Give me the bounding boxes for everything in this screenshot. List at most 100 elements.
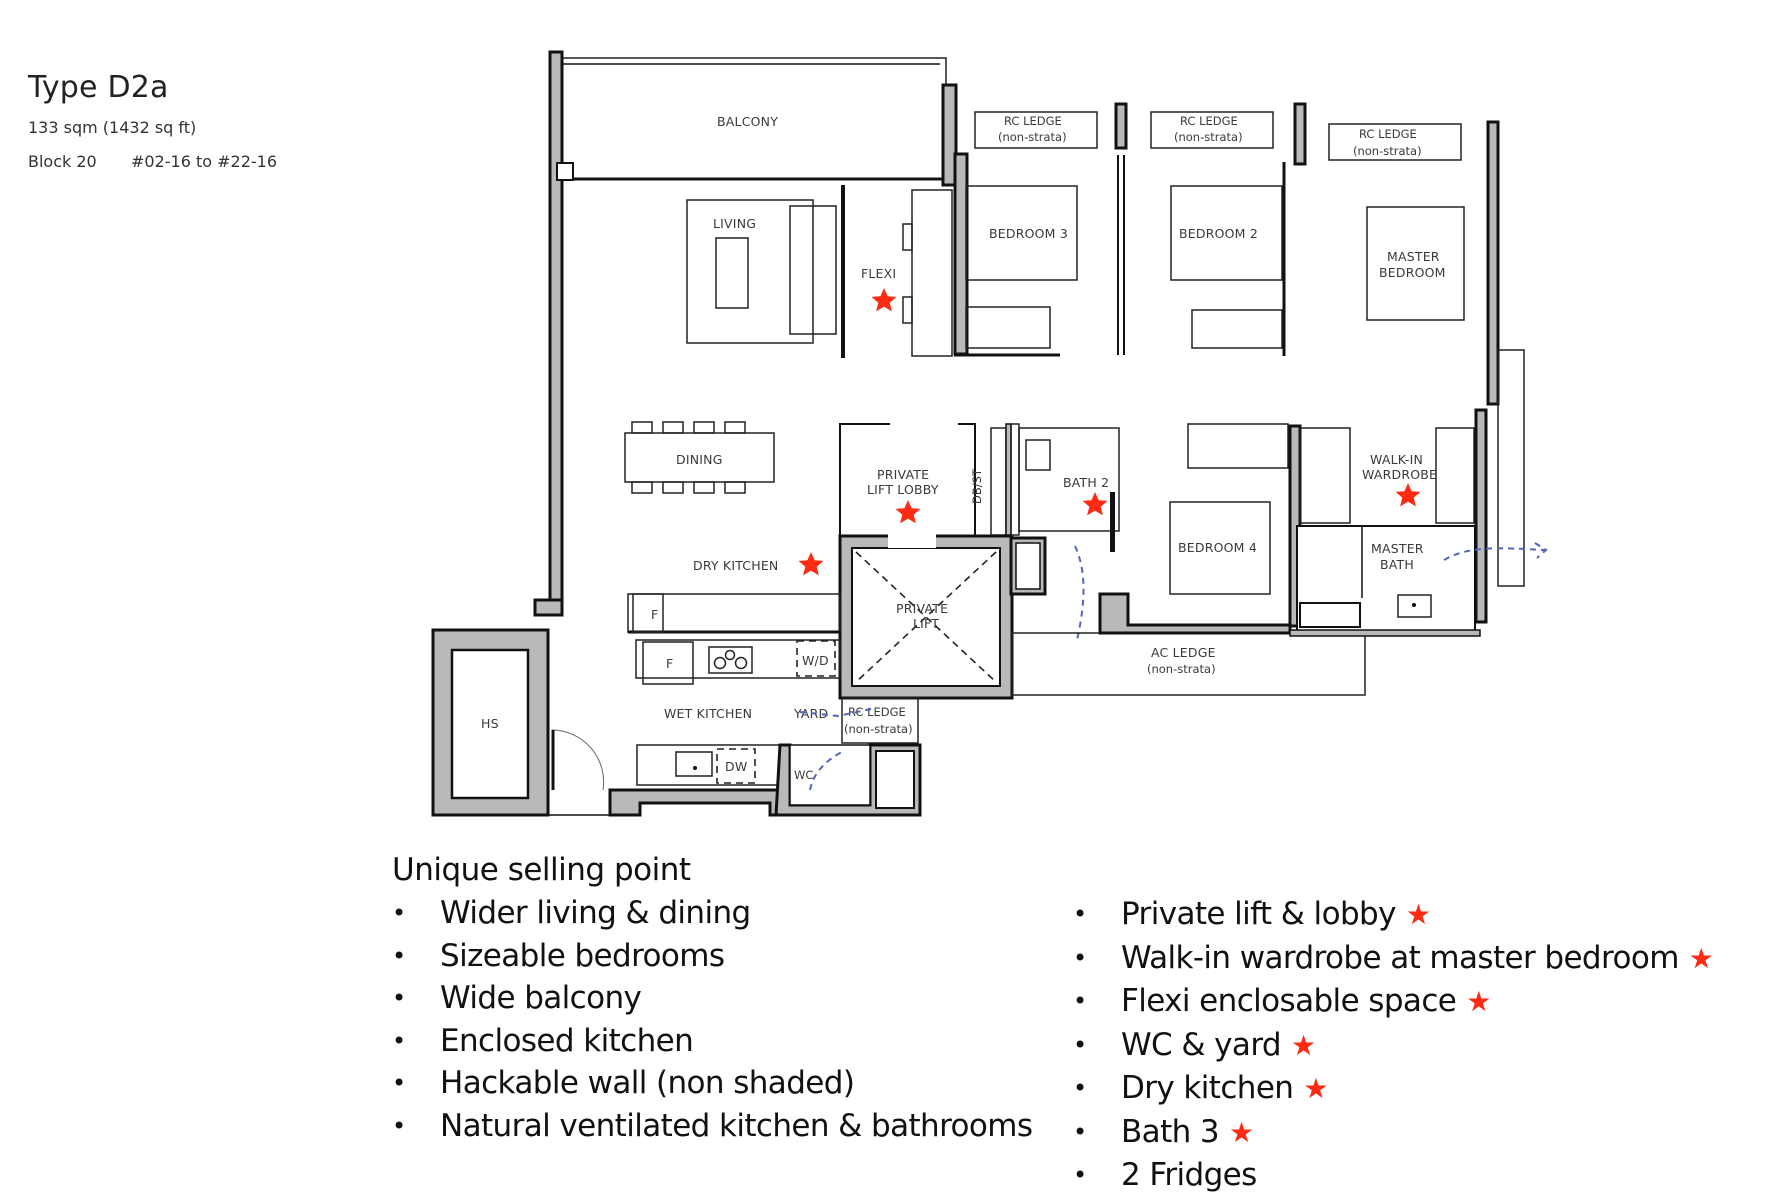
- usp-item: •Hackable wall (non shaded): [392, 1062, 1032, 1105]
- room-label-flexi: FLEXI: [861, 266, 896, 281]
- room-label-dry-kitchen: DRY KITCHEN: [693, 558, 778, 573]
- usp-item-label: Flexi enclosable space: [1121, 983, 1457, 1019]
- washer-dryer-label: W/D: [802, 653, 829, 668]
- usp-right-section: •Private lift & lobby★ •Walk-in wardrobe…: [1073, 893, 1714, 1198]
- usp-title: Unique selling point: [392, 852, 691, 888]
- bullet-icon: •: [1073, 1074, 1087, 1102]
- usp-left-list: •Wider living & dining • Sizeable bedroom…: [392, 892, 1033, 1148]
- usp-item: • Wide balcony: [392, 977, 1032, 1020]
- wall-left: [548, 50, 564, 609]
- rc-ledge-label: RC LEDGE: [848, 705, 906, 719]
- bullet-icon: •: [392, 1026, 406, 1055]
- room-label-master-bath-2: BATH: [1380, 557, 1414, 572]
- non-strata-label: (non-strata): [1353, 144, 1422, 158]
- star-icon: ★: [1303, 1072, 1328, 1105]
- star-icon: ★: [1291, 1028, 1316, 1062]
- room-label-lift-2: LIFT: [913, 616, 939, 631]
- room-label-master-2: BEDROOM: [1379, 265, 1446, 280]
- usp-item-label: Dry kitchen: [1121, 1070, 1294, 1106]
- usp-item: •Wider living & dining: [392, 892, 1032, 935]
- non-strata-label: (non-strata): [998, 130, 1067, 144]
- usp-item-label: Walk-in wardrobe at master bedroom: [1121, 939, 1679, 976]
- private-lift: PRIVATE LIFT: [838, 532, 1014, 700]
- bath-2: BATH 2: [1005, 423, 1120, 641]
- room-label-yard: YARD: [793, 706, 828, 721]
- star-icon-wardrobe: [1395, 483, 1421, 507]
- room-label-hs: HS: [481, 716, 499, 731]
- unit-type-title: Type D2a: [28, 70, 169, 105]
- usp-item: •Natural ventilated kitchen & bathrooms: [392, 1105, 1033, 1148]
- column-icon: [556, 162, 574, 181]
- unit-block: Block 20: [28, 152, 97, 171]
- usp-item: • Enclosed kitchen: [392, 1020, 1032, 1063]
- star-icon-lobby: [895, 500, 921, 524]
- annotation-arrow-bath2: [1074, 545, 1085, 641]
- usp-item: •Private lift & lobby★: [1073, 893, 1713, 937]
- usp-right-list: •Private lift & lobby★ •Walk-in wardrobe…: [1073, 893, 1714, 1198]
- usp-item-label: Bath 3: [1121, 1113, 1220, 1150]
- annotation-arrow-master-bath: [1443, 547, 1546, 561]
- annotation-arrow-wc: [809, 751, 843, 791]
- usp-section: Unique selling point •Wider living & din…: [392, 852, 1033, 1148]
- wc-yard: RC LEDGE (non-strata) WC: [774, 697, 922, 817]
- star-icon: ★: [1405, 898, 1431, 931]
- room-label-bedroom3: BEDROOM 3: [989, 226, 1068, 241]
- room-label-wiw-2: WARDROBE: [1362, 467, 1437, 482]
- dishwasher-label: DW: [725, 759, 747, 774]
- room-label-master-1: MASTER: [1387, 249, 1440, 264]
- usp-item-label: WC & yard: [1121, 1026, 1282, 1063]
- usp-item-label: Wide balcony: [440, 980, 642, 1016]
- floor-plan: BALCONY HS LIVING FLEXI RC LEDGE (non-st…: [431, 50, 1548, 817]
- star-icon-dry-kitchen: [798, 552, 824, 576]
- household-shelter: HS: [431, 628, 640, 817]
- room-label-wet-kitchen: WET KITCHEN: [664, 706, 752, 721]
- usp-item: •Walk-in wardrobe at master bedroom★: [1073, 937, 1714, 981]
- flexi-room: FLEXI: [861, 189, 953, 357]
- ac-ledge-label: AC LEDGE: [1151, 645, 1216, 660]
- star-icon: ★: [1229, 1115, 1254, 1149]
- bullet-icon: •: [392, 899, 406, 927]
- usp-item-label: Enclosed kitchen: [440, 1022, 694, 1059]
- bullet-icon: •: [1073, 987, 1087, 1015]
- usp-item: • Sizeable bedrooms: [392, 935, 1032, 978]
- usp-item: • Dry kitchen ★: [1073, 1067, 1713, 1111]
- private-lift-lobby: PRIVATE LIFT LOBBY DB/ST: [839, 423, 1007, 536]
- master-bath: MASTER BATH: [1296, 525, 1548, 632]
- usp-item-label: 2 Fridges: [1121, 1157, 1257, 1193]
- fridge-label: F: [666, 656, 673, 671]
- room-label-bath2: BATH 2: [1063, 475, 1109, 490]
- bedroom-2: RC LEDGE (non-strata) BEDROOM 2: [1150, 111, 1286, 356]
- walk-in-wardrobe: WALK-IN WARDROBE: [1299, 408, 1488, 624]
- bullet-icon: •: [392, 984, 406, 1012]
- usp-item: • Flexi enclosable space ★: [1073, 980, 1713, 1024]
- rc-ledge-label: RC LEDGE: [1180, 114, 1238, 128]
- master-bedroom: RC LEDGE (non-strata) MASTER BEDROOM: [1328, 120, 1525, 587]
- ac-ledge: AC LEDGE (non-strata): [1011, 632, 1366, 696]
- room-label-living: LIVING: [713, 216, 756, 231]
- non-strata-label: (non-strata): [844, 722, 913, 736]
- fridge-label: F: [651, 607, 658, 622]
- unit-range: #02-16 to #22-16: [131, 152, 278, 171]
- room-label-dbst: DB/ST: [970, 468, 984, 504]
- bullet-icon: •: [392, 941, 406, 970]
- usp-item: • Bath 3 ★: [1073, 1111, 1713, 1155]
- room-label-dining: DINING: [676, 452, 723, 467]
- room-label-wc: WC: [794, 768, 813, 782]
- room-label-lobby-1: PRIVATE: [877, 467, 929, 482]
- usp-item-label: Hackable wall (non shaded): [440, 1065, 855, 1101]
- star-icon: ★: [1466, 985, 1491, 1018]
- bullet-icon: •: [1073, 1117, 1087, 1146]
- usp-item-label: Private lift & lobby: [1121, 896, 1396, 932]
- unit-area: 133 sqm (1432 sq ft): [28, 118, 197, 137]
- room-label-bedroom2: BEDROOM 2: [1179, 226, 1258, 241]
- bedroom-3: RC LEDGE (non-strata) BEDROOM 3: [953, 111, 1098, 357]
- rc-ledge-label: RC LEDGE: [1359, 127, 1417, 141]
- usp-item-label: Sizeable bedrooms: [440, 937, 725, 974]
- usp-item: •WC & yard★: [1073, 1024, 1713, 1068]
- bullet-icon: •: [392, 1111, 406, 1140]
- room-label-master-bath-1: MASTER: [1371, 541, 1424, 556]
- bullet-icon: •: [1073, 1161, 1087, 1189]
- rc-ledge-label: RC LEDGE: [1004, 114, 1062, 128]
- room-label-lift-1: PRIVATE: [896, 601, 948, 616]
- bedroom-4: BEDROOM 4: [1098, 423, 1302, 635]
